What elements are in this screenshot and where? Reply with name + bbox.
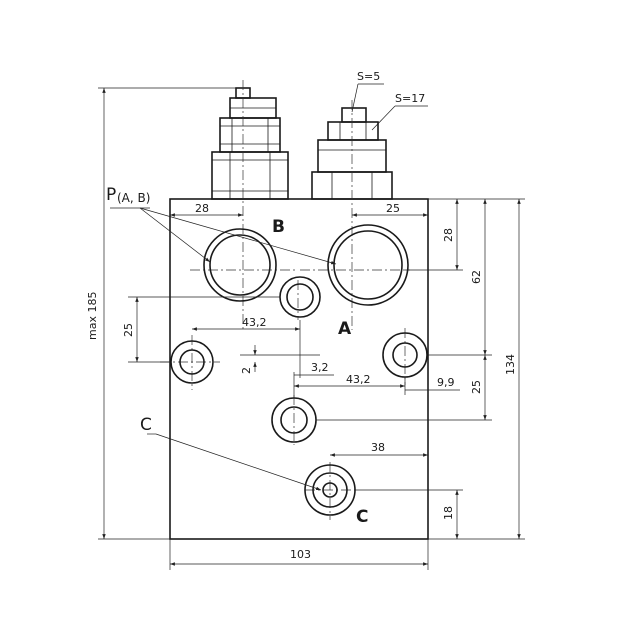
dim-9-9	[405, 385, 460, 395]
dim-25-left	[128, 296, 280, 363]
dim-25-right-label: 25	[470, 380, 483, 394]
dim-62	[428, 199, 492, 356]
port-a-label: A	[338, 319, 352, 339]
left-cartridge	[211, 87, 289, 200]
dim-2-label: 2	[240, 367, 253, 374]
dim-18	[355, 489, 463, 539]
leader-lines	[110, 83, 428, 491]
port-a	[327, 224, 409, 306]
dim-block-width	[169, 539, 429, 570]
dim-28-right	[405, 199, 463, 271]
dim-25-right	[316, 355, 492, 421]
dim-overall-height	[98, 87, 236, 540]
dim-38-label: 38	[371, 441, 385, 454]
dim-43-2-right-label: 43,2	[346, 373, 371, 386]
dim-28-right-label: 28	[442, 228, 455, 242]
center-port-small	[279, 276, 321, 318]
port-c-label: C	[356, 507, 368, 527]
port-p-sublabel: (A, B)	[117, 191, 150, 205]
dim-18-label: 18	[442, 506, 455, 520]
dim-2	[240, 345, 320, 372]
dim-overall-height-label: max 185	[86, 292, 99, 340]
dim-block-height-label: 134	[504, 354, 517, 375]
wrench-s5-label: S=5	[357, 70, 380, 83]
dim-62-label: 62	[470, 270, 483, 284]
dim-3-2-label: 3,2	[311, 361, 329, 374]
wrench-s17-label: S=17	[395, 92, 425, 105]
port-b-label: B	[272, 217, 285, 237]
center-lines	[160, 80, 410, 520]
dim-28-left-label: 28	[195, 202, 209, 215]
port-p-label: P	[106, 185, 116, 205]
dim-block-width-label: 103	[290, 548, 311, 561]
dim-43-2-right	[294, 377, 406, 395]
dim-9-9-label: 9,9	[437, 376, 455, 389]
dim-25-left-label: 25	[122, 323, 135, 337]
mounting-hole-left	[170, 340, 214, 384]
port-c-left-label: C	[140, 415, 152, 435]
dim-43-2-left-label: 43,2	[242, 316, 267, 329]
valve-block-body	[169, 198, 429, 540]
dim-block-height	[428, 198, 525, 540]
dim-25-top-label: 25	[386, 202, 400, 215]
port-b	[203, 228, 277, 302]
